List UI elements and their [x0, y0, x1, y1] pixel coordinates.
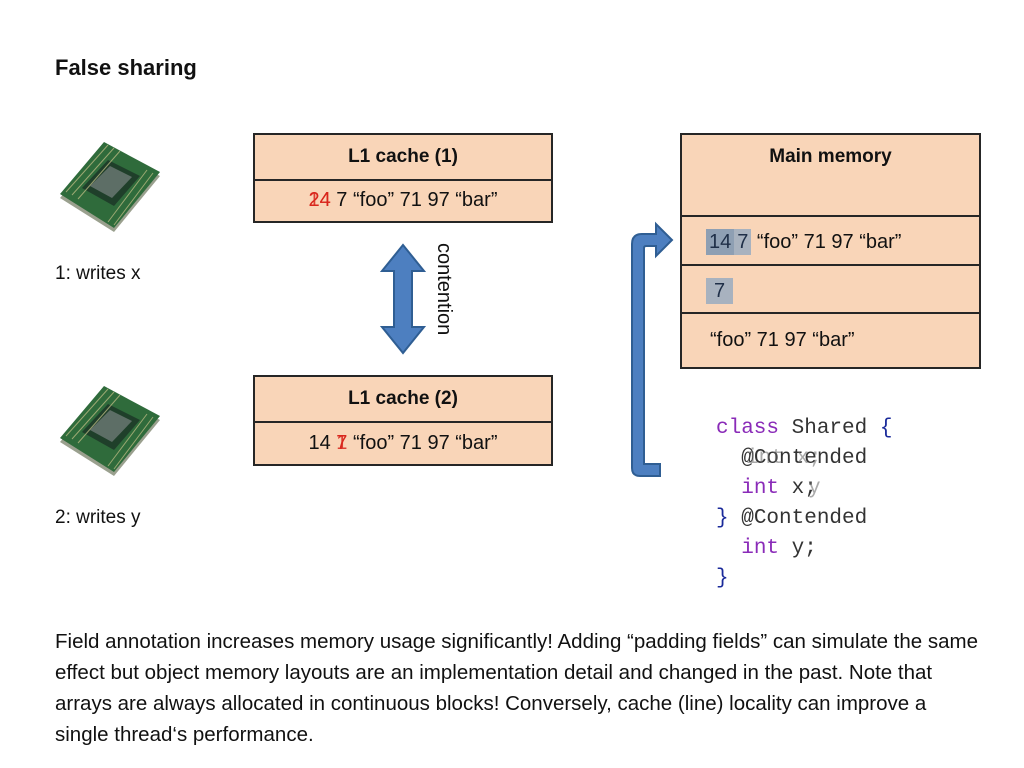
contention-label: contention: [433, 243, 455, 336]
l1-cache-2-title: L1 cache (2): [348, 388, 458, 409]
memory-x-cell: 14: [706, 229, 735, 255]
memory-row-1-rest: “foo” 71 97 “bar”: [751, 231, 902, 253]
code-line-5: int y;: [741, 537, 817, 560]
memory-y-cell: 7: [734, 229, 752, 255]
slide-title: False sharing: [55, 55, 197, 80]
contention-arrow-icon: [379, 243, 427, 355]
memory-padded-y-cell: 7: [706, 278, 734, 304]
cpu-chip-1-icon: [60, 142, 160, 232]
l1-cache-1-title: L1 cache (1): [348, 146, 458, 167]
code-line-3: int x;y: [741, 477, 821, 500]
cpu-1-label: 1: writes x: [55, 263, 141, 284]
cache2-rest: “foo” 71 97 “bar”: [347, 432, 498, 454]
main-memory-title: Main memory: [769, 146, 892, 167]
cpu-2-label: 2: writes y: [55, 507, 141, 528]
memory-row-2: 7: [682, 264, 979, 312]
memory-row-3-text: “foo” 71 97 “bar”: [710, 329, 855, 351]
code-line-1: class Shared {: [716, 417, 893, 440]
cache1-rest: 7 “foo” 71 97 “bar”: [330, 189, 498, 211]
cpu-chip-2-icon: [60, 386, 160, 476]
code-line-4: } @Contended: [716, 507, 868, 530]
memory-row-3: “foo” 71 97 “bar”: [682, 312, 979, 369]
code-line-6: }: [716, 567, 729, 590]
hook-arrow-icon: [631, 221, 674, 477]
cache2-x-value: 14: [308, 432, 337, 454]
footer-text: Field annotation increases memory usage …: [55, 630, 979, 746]
